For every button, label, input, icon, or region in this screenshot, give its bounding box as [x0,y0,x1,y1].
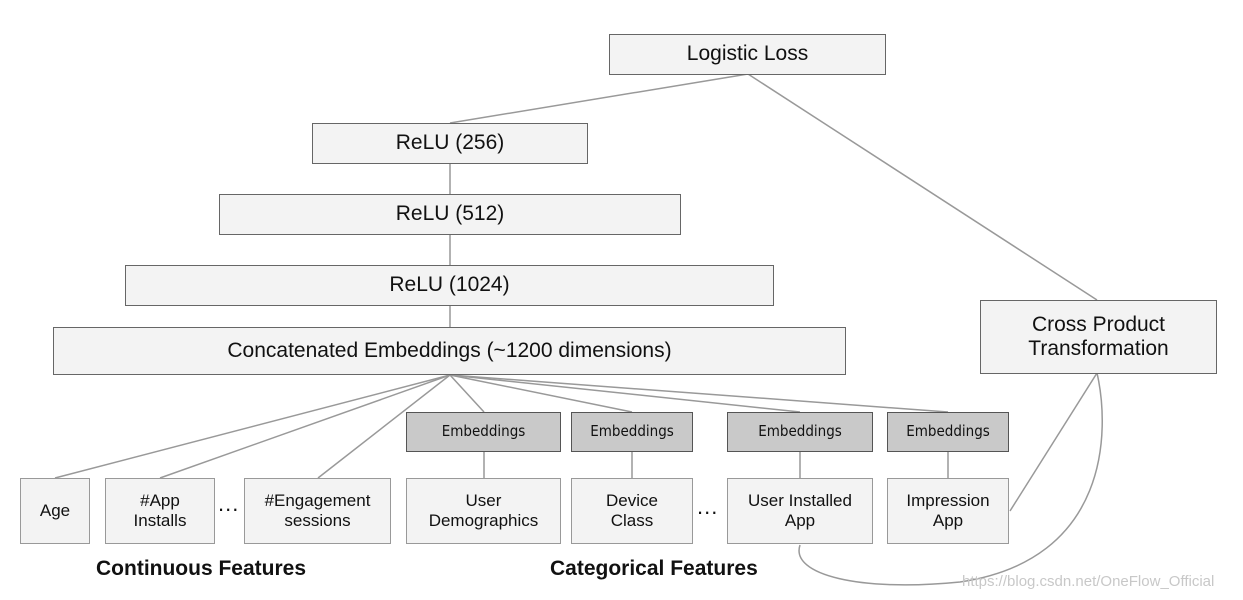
feature-app-installs: #App Installs [105,478,215,544]
feature-device-class: Device Class [571,478,693,544]
feature-user-installed-app: User Installed App [727,478,873,544]
feature-impression-app: Impression App [887,478,1009,544]
feature-age: Age [20,478,90,544]
logistic-loss-node: Logistic Loss [609,34,886,75]
categorical-features-label: Categorical Features [550,557,758,580]
watermark: https://blog.csdn.net/OneFlow_Official [962,573,1215,590]
relu-256-layer: ReLU (256) [312,123,588,164]
continuous-features-label: Continuous Features [96,557,307,580]
categorical-ellipsis: ... [697,494,719,519]
feature-user-demographics: User Demographics [406,478,561,544]
concatenated-embeddings-layer: Concatenated Embeddings (~1200 dimension… [53,327,846,375]
continuous-ellipsis: ... [218,491,240,516]
relu-1024-layer: ReLU (1024) [125,265,774,306]
embeddings-user-demographics: Embeddings [406,412,561,452]
embeddings-user-installed-app: Embeddings [727,412,873,452]
embeddings-device-class: Embeddings [571,412,693,452]
embeddings-impression-app: Embeddings [887,412,1009,452]
relu-512-layer: ReLU (512) [219,194,681,235]
cross-product-transformation-node: Cross Product Transformation [980,300,1217,374]
feature-engagement-sessions: #Engagement sessions [244,478,391,544]
